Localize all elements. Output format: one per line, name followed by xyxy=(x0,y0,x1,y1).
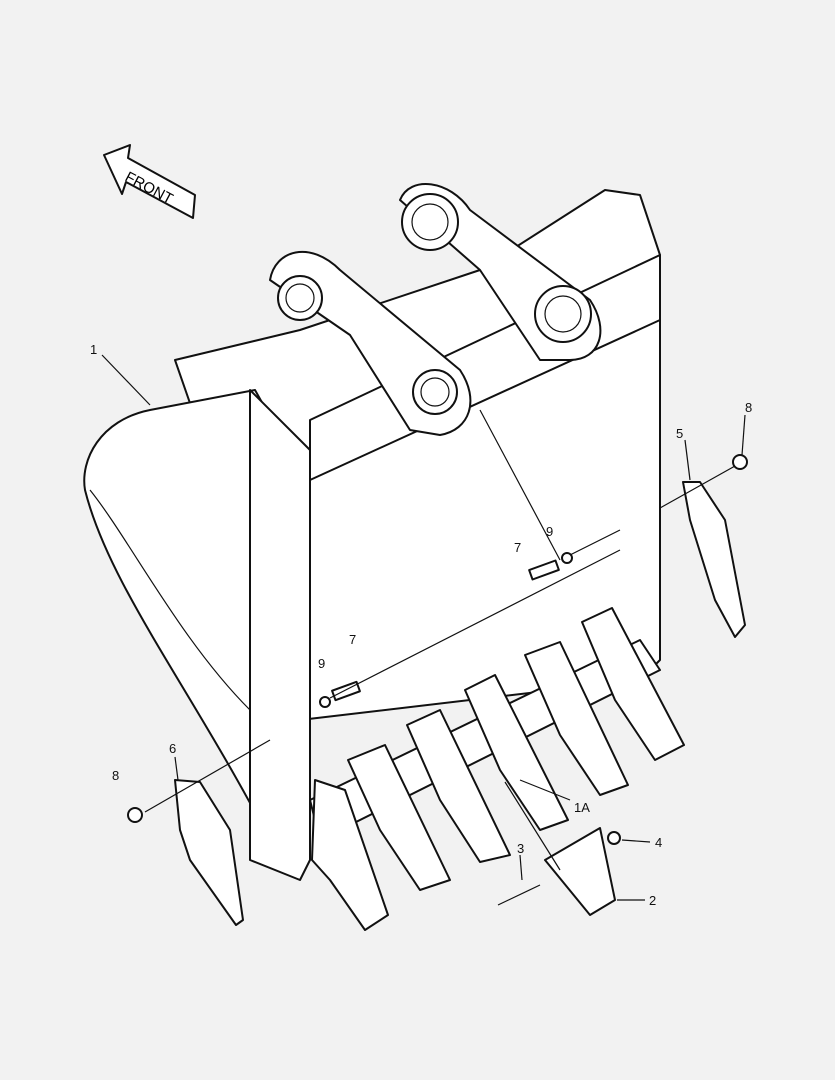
callout-1a: 1A xyxy=(574,800,590,815)
callout-8-left: 8 xyxy=(112,768,120,783)
callout-9-lower: 9 xyxy=(318,656,326,671)
side-cutter-left xyxy=(174,779,244,926)
callout-2: 2 xyxy=(649,893,657,908)
callout-5: 5 xyxy=(676,426,684,441)
side-plate xyxy=(249,389,311,881)
callout-3: 3 xyxy=(517,841,525,856)
callout-9-upper: 9 xyxy=(546,524,554,539)
callout-6: 6 xyxy=(169,741,177,756)
tooth-part-2 xyxy=(544,827,616,916)
bucket-teeth xyxy=(311,607,685,931)
front-arrow-icon: FRONT xyxy=(103,144,196,219)
callout-7-upper: 7 xyxy=(514,540,522,555)
callout-4: 4 xyxy=(655,835,663,850)
side-cutter-right xyxy=(682,481,746,638)
callout-1: 1 xyxy=(90,342,98,357)
callout-8-right: 8 xyxy=(745,400,753,415)
callout-7-lower: 7 xyxy=(349,632,357,647)
